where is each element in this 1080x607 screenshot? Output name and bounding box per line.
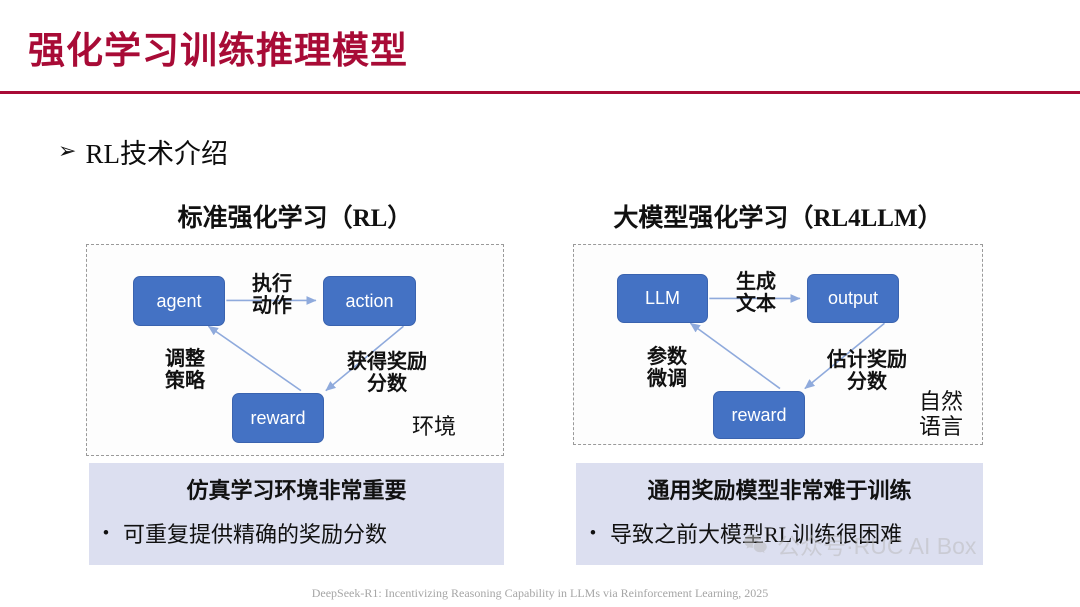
environment-label: 环境 bbox=[411, 414, 456, 439]
takeaway-list-item: • 可重复提供精确的奖励分数 bbox=[89, 517, 504, 549]
edge-label-left: 参数 微调 bbox=[647, 346, 687, 391]
edge-label-top: 生成 文本 bbox=[736, 271, 776, 316]
flow-arrows bbox=[207, 296, 404, 392]
edge-label-right: 估计奖励 分数 bbox=[827, 349, 907, 394]
takeaway-item-label: 导致之前大模型RL训练很困难 bbox=[610, 522, 903, 547]
environment-label: 自然 语言 bbox=[918, 389, 963, 439]
edge-label-top: 执行 动作 bbox=[252, 273, 292, 318]
panel-title: 标准强化学习（RL） bbox=[177, 205, 413, 232]
takeaway-box-right: 通用奖励模型非常难于训练 • 导致之前大模型RL训练很困难 bbox=[576, 463, 983, 565]
title-divider bbox=[0, 91, 1080, 94]
dot-bullet-icon: • bbox=[102, 522, 110, 544]
node-llm-label: LLM bbox=[644, 288, 680, 308]
node-reward[interactable]: reward bbox=[713, 391, 805, 439]
node-reward-label: reward bbox=[250, 407, 306, 428]
environment-box: LLM output reward 生成 文本 参数 微调 估计奖励 分数 自然… bbox=[573, 244, 983, 445]
edge-label-left: 调整 策略 bbox=[165, 348, 205, 393]
section-heading-label: RL技术介绍 bbox=[85, 139, 228, 169]
flow-arrows bbox=[689, 294, 885, 390]
dot-bullet-icon: • bbox=[589, 522, 597, 544]
panel-rl4llm: 大模型强化学习（RL4LLM） LLM output bbox=[573, 198, 983, 445]
page-title: 强化学习训练推理模型 bbox=[28, 30, 408, 71]
node-action[interactable]: action bbox=[323, 276, 416, 326]
environment-box: agent action reward 执行 动作 调整 策略 获得奖励 分数 … bbox=[86, 244, 504, 456]
node-reward-label: reward bbox=[731, 404, 787, 425]
node-agent-label: agent bbox=[156, 290, 202, 311]
node-reward[interactable]: reward bbox=[232, 393, 324, 443]
section-heading: ➢ RL技术介绍 bbox=[58, 132, 228, 171]
arrow-bullet-icon: ➢ bbox=[58, 137, 77, 163]
takeaway-box-left: 仿真学习环境非常重要 • 可重复提供精确的奖励分数 bbox=[89, 463, 504, 565]
edge-label-right: 获得奖励 分数 bbox=[347, 351, 427, 396]
takeaway-heading: 仿真学习环境非常重要 bbox=[186, 478, 407, 503]
node-agent[interactable]: agent bbox=[133, 276, 225, 326]
node-action-label: action bbox=[345, 290, 394, 311]
takeaway-list-item: • 导致之前大模型RL训练很困难 bbox=[576, 517, 983, 549]
node-output-label: output bbox=[827, 288, 879, 308]
panel-standard-rl: 标准强化学习（RL） agent action bbox=[86, 198, 504, 456]
takeaway-item-label: 可重复提供精确的奖励分数 bbox=[123, 522, 388, 547]
node-llm[interactable]: LLM bbox=[617, 274, 708, 323]
node-output[interactable]: output bbox=[807, 274, 899, 323]
panel-title: 大模型强化学习（RL4LLM） bbox=[613, 205, 943, 232]
takeaway-heading: 通用奖励模型非常难于训练 bbox=[647, 478, 912, 503]
citation: DeepSeek-R1: Incentivizing Reasoning Cap… bbox=[311, 586, 769, 600]
